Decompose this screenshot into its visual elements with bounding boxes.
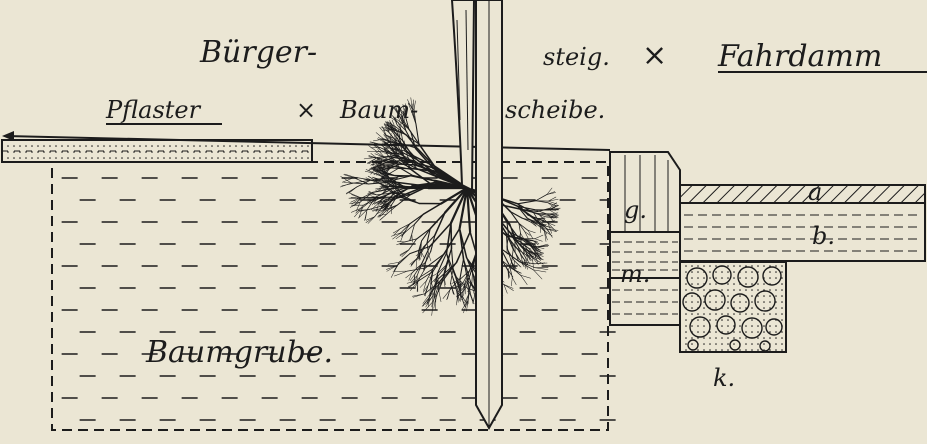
label-buerger: Bürger-	[199, 35, 317, 70]
label-layer-k: k.	[713, 364, 735, 392]
label-layer-b: b.	[812, 222, 835, 250]
label-pflaster: Pflaster	[105, 96, 202, 124]
label-fahrdamm: Fahrdamm	[717, 39, 882, 74]
tree-pit	[51, 161, 616, 431]
label-baum: Baum-	[339, 96, 418, 124]
road-layer-a	[679, 184, 926, 204]
label-layer-g: g.	[624, 196, 647, 224]
label-layer-a: a	[808, 178, 822, 206]
label-scheibe: scheibe.	[505, 96, 605, 124]
curb-stone	[609, 151, 681, 326]
label-separator-2: ×	[296, 96, 316, 124]
label-layer-m: m.	[620, 260, 650, 288]
label-steig: steig.	[543, 43, 610, 71]
label-separator-1: ×	[642, 38, 667, 73]
tree-trunk	[450, 0, 476, 192]
road-layer-k	[679, 261, 787, 353]
pavement-slab	[1, 139, 313, 163]
support-stake	[475, 0, 503, 431]
tree-roots	[340, 97, 561, 316]
road-layer-b	[679, 202, 926, 262]
label-baumgrube: Baumgrube.	[145, 335, 333, 370]
